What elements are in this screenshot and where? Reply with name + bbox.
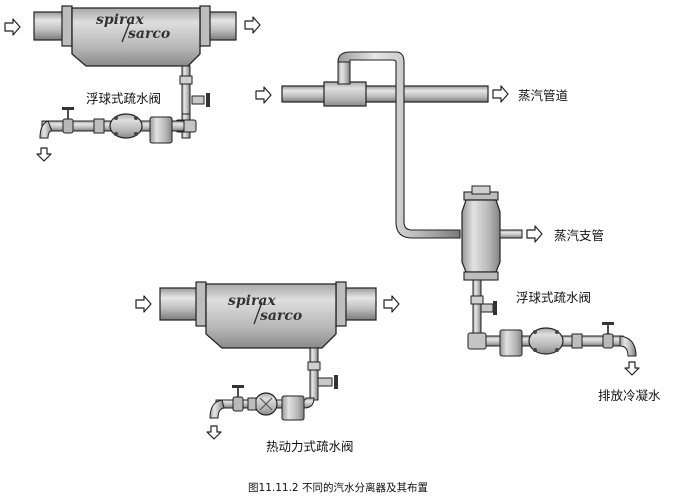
drain-arrow-icon (206, 425, 222, 440)
flow-arrow-icon (383, 295, 400, 313)
separator-right-vertical: 蒸汽支管 浮球式疏水阀 排放冷凝水 (461, 185, 661, 403)
drain-arrow-icon (624, 361, 640, 376)
brand-logo-line2: sarco (128, 26, 170, 42)
figure-caption: 图11.11.2 不同的汽水分离器及其布置 (248, 481, 428, 494)
separator-bottom: spirax sarco 热动力式疏水阀 (135, 281, 400, 454)
drain-arrow-icon (36, 147, 52, 162)
brand-logo-bottom-line2: sarco (260, 308, 302, 324)
flow-arrow-icon (255, 86, 272, 104)
brand-logo: spirax (96, 12, 144, 28)
steam-main: 蒸汽管道 (255, 51, 569, 239)
label-steam-main: 蒸汽管道 (518, 88, 569, 103)
label-drain-condensate: 排放冷凝水 (598, 388, 661, 403)
label-float-trap-right: 浮球式疏水阀 (516, 290, 591, 305)
separator-top-left: spirax sarco 浮球式疏水阀 (4, 5, 261, 162)
label-float-trap-top: 浮球式疏水阀 (86, 91, 161, 106)
brand-logo-bottom: spirax (228, 293, 276, 309)
flow-arrow-icon (526, 225, 543, 243)
flow-arrow-icon (135, 295, 152, 313)
flow-arrow-icon (492, 85, 509, 103)
flow-arrow-icon (4, 18, 21, 36)
label-steam-branch: 蒸汽支管 (554, 228, 604, 243)
flow-arrow-icon (244, 16, 261, 34)
label-thermodynamic-trap: 热动力式疏水阀 (266, 439, 354, 454)
